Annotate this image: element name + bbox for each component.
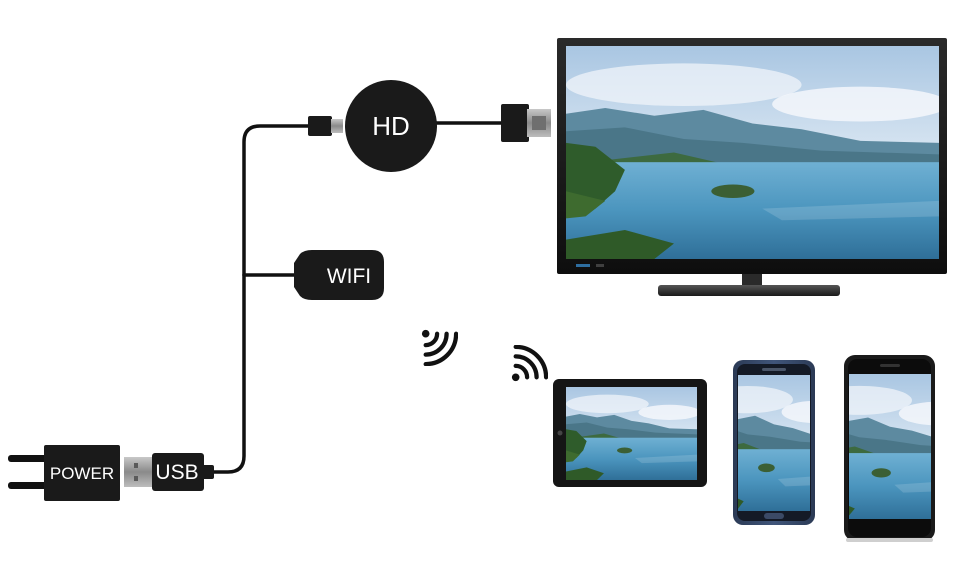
wifi-signal-icon: [422, 330, 456, 364]
usb-label: USB: [155, 461, 198, 484]
hd-dongle: HD: [345, 80, 437, 172]
power-label: POWER: [50, 464, 114, 483]
power-plug: POWER: [8, 445, 120, 501]
smartphone-samsung: [702, 360, 850, 525]
smartphone-iphone: [807, 355, 960, 542]
wifi-module: WIFI: [294, 250, 384, 300]
usb-metal-tip: [124, 457, 154, 487]
wifi-label: WIFI: [327, 265, 371, 288]
samsung-home-button: [764, 513, 784, 519]
samsung-screen: [702, 375, 850, 511]
television: [557, 38, 949, 296]
usb-connector: USB: [124, 453, 214, 491]
hd-label: HD: [372, 111, 410, 141]
devices-wifi-signal-icon: [512, 347, 546, 381]
tablet: [553, 379, 707, 487]
tablet-screen: [566, 387, 700, 480]
plug-prong-bottom: [8, 482, 48, 489]
iphone-screen: [807, 374, 960, 519]
main-cable: [210, 126, 312, 472]
tv-stand-neck: [742, 274, 762, 286]
tv-screen: [566, 46, 949, 259]
micro-usb-connector: [308, 116, 343, 136]
tv-stand-base: [658, 285, 840, 296]
hdmi-connector-icon: [501, 104, 551, 142]
plug-prong-top: [8, 455, 48, 462]
